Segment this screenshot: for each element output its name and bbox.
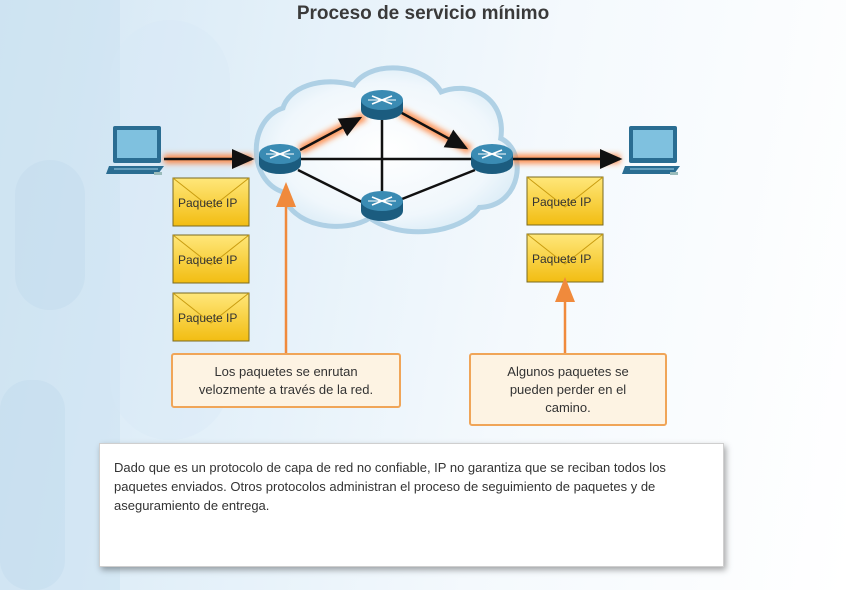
router-left <box>259 144 301 174</box>
network-links <box>164 110 623 205</box>
computer-source-icon <box>106 126 164 175</box>
callout-right: Algunos paquetes se pueden perder en el … <box>469 353 667 426</box>
packet-envelope <box>172 234 250 284</box>
callout-left: Los paquetes se enrutan velozmente a tra… <box>171 353 401 408</box>
page-title: Proceso de servicio mínimo <box>296 3 550 24</box>
packet-envelope <box>526 176 604 226</box>
network-cloud <box>253 65 520 235</box>
packet-envelope <box>172 177 250 227</box>
packet-envelope <box>526 233 604 283</box>
packet-label: Paquete IP <box>178 311 238 325</box>
packet-envelope <box>172 292 250 342</box>
packet-label: Paquete IP <box>532 252 592 266</box>
router-bottom <box>361 191 403 221</box>
router-right <box>471 144 513 174</box>
info-text-box: Dado que es un protocolo de capa de red … <box>99 443 724 567</box>
packet-label: Paquete IP <box>532 195 592 209</box>
router-top <box>361 90 403 120</box>
computer-destination-icon <box>622 126 680 175</box>
packet-label: Paquete IP <box>178 196 238 210</box>
packet-label: Paquete IP <box>178 253 238 267</box>
